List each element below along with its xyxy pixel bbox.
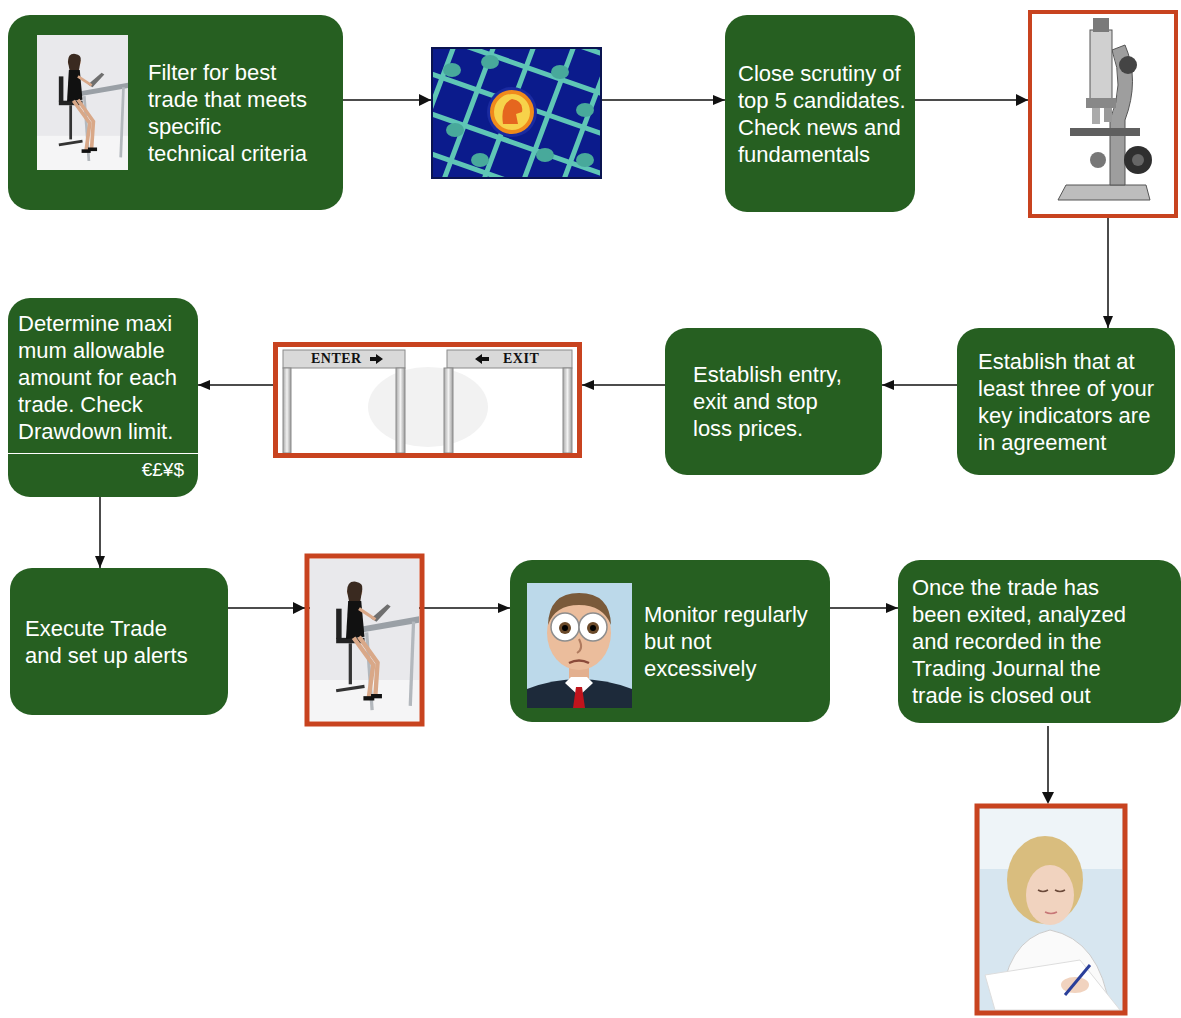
gates-picture	[444, 368, 453, 453]
flow-arrow	[198, 384, 273, 386]
step-text: Once the trade has been exited, analyzed…	[912, 574, 1144, 709]
crowd-picture	[471, 153, 489, 167]
gates-picture	[475, 354, 489, 364]
crowd-picture	[443, 55, 594, 167]
gates-picture	[563, 368, 572, 453]
step-text: Establish that at least three of your ke…	[978, 348, 1164, 456]
crowd-picture	[432, 48, 601, 178]
journal-photo	[977, 726, 1125, 1013]
desk-photo	[293, 602, 305, 614]
crowd-picture	[432, 48, 601, 178]
crowd-picture	[400, 0, 660, 220]
desk-photo	[307, 556, 422, 724]
face-picture	[527, 583, 632, 708]
desk-photo	[37, 35, 128, 170]
microscope-picture	[1090, 152, 1106, 168]
process-box: Filter for best trade that meets specifi…	[8, 15, 343, 210]
step-text: Monitor regularly but not excessively	[644, 601, 819, 682]
crowd-picture	[481, 55, 499, 69]
crowd-picture	[432, 48, 601, 178]
gates-picture	[370, 354, 383, 364]
process-box: Monitor regularly but not excessively	[510, 560, 830, 722]
journal-photo	[1047, 726, 1049, 792]
microscope-picture	[1104, 108, 1112, 122]
process-box: Establish that at least three of your ke…	[957, 328, 1175, 475]
microscope-picture	[1016, 94, 1028, 106]
microscope-picture	[1119, 56, 1137, 74]
microscope-picture	[1070, 128, 1140, 136]
step-text: Determine maxi mum allowable amount for …	[18, 310, 192, 445]
gates-picture	[447, 350, 572, 368]
gates-picture	[278, 347, 577, 453]
process-box: Establish entry, exit and stop loss pric…	[665, 328, 882, 475]
crowd-picture	[419, 94, 431, 106]
journal-photo	[1042, 792, 1054, 804]
crowd-picture	[576, 103, 594, 117]
step-text: Close scrutiny of top 5 candidates. Chec…	[738, 60, 906, 168]
picture-node: ENTER EXIT	[273, 342, 582, 458]
flow-arrow	[882, 384, 957, 386]
microscope-picture	[1016, 12, 1176, 216]
sign-text: EXIT	[503, 350, 543, 368]
journal-photo	[1065, 965, 1090, 995]
journal-photo	[977, 806, 1125, 1013]
journal-photo	[1026, 865, 1074, 925]
microscope-picture	[1058, 185, 1150, 200]
crowd-picture	[446, 123, 464, 137]
journal-photo	[985, 960, 1120, 1010]
microscope-picture	[1132, 154, 1144, 166]
gates-picture	[283, 368, 291, 453]
journal-photo	[1038, 890, 1065, 892]
flow-arrow	[99, 497, 101, 568]
process-box: Once the trade has been exited, analyzed…	[898, 560, 1181, 723]
microscope-picture	[1124, 146, 1152, 174]
crowd-picture	[432, 48, 601, 178]
flow-arrow	[582, 384, 665, 386]
microscope-picture	[1092, 108, 1100, 124]
step-text: Filter for best trade that meets specifi…	[148, 59, 314, 167]
process-box: Close scrutiny of top 5 candidates. Chec…	[725, 15, 915, 212]
crowd-picture	[492, 92, 532, 132]
journal-photo	[1007, 836, 1083, 924]
flow-arrow	[830, 607, 898, 609]
crowd-picture	[432, 48, 601, 178]
gates-picture	[396, 368, 405, 453]
microscope-picture	[1030, 12, 1176, 216]
gates-picture	[368, 367, 488, 447]
microscope-picture	[1093, 18, 1109, 32]
crowd-picture	[576, 153, 594, 167]
journal-photo	[977, 806, 1125, 1013]
crowd-picture	[432, 48, 601, 178]
journal-photo	[1045, 912, 1057, 914]
sign-text: ENTER	[311, 350, 367, 368]
face-picture	[527, 583, 632, 708]
crowd-picture	[551, 65, 569, 79]
step-text: Establish entry, exit and stop loss pric…	[693, 361, 859, 442]
process-box: Execute Trade and set up alerts	[10, 568, 228, 715]
process-box: Determine maxi mum allowable amount for …	[8, 298, 198, 497]
gates-picture	[283, 350, 405, 368]
crowd-picture	[443, 63, 461, 77]
microscope-picture	[1086, 98, 1116, 108]
crowd-picture	[502, 99, 522, 124]
crowd-picture	[536, 148, 554, 162]
microscope-picture	[1030, 12, 1176, 216]
step-text: Execute Trade and set up alerts	[25, 615, 203, 669]
crowd-picture	[487, 87, 537, 137]
desk-photo	[37, 35, 128, 170]
microscope-picture	[1090, 30, 1112, 100]
desk-photo	[293, 556, 422, 724]
currency-symbols: €£¥$	[8, 453, 198, 482]
desk-photo	[310, 559, 419, 721]
